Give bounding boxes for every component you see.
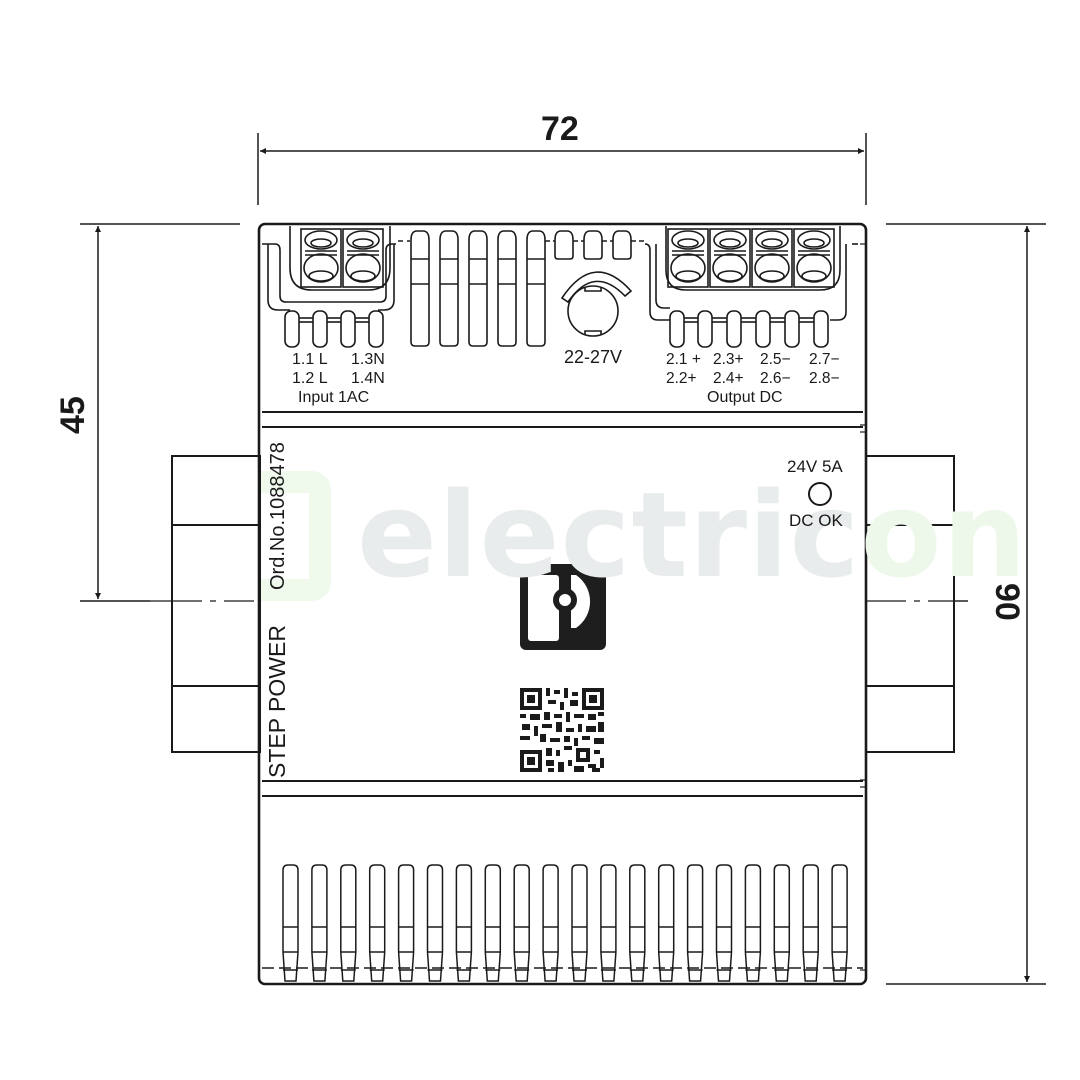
din-clip-left (171, 455, 261, 753)
din-clip-right (865, 455, 955, 753)
brand-logo-icon (520, 564, 606, 650)
rating-label: 24V 5A (787, 457, 843, 476)
input-title: Input 1AC (298, 389, 370, 406)
output-title: Output DC (707, 389, 783, 406)
output-label-2-1: 2.1 + (666, 351, 701, 368)
input-terminal-label-1-1: 1.1 L (292, 351, 328, 368)
top-vents (398, 230, 645, 347)
output-label-2-5: 2.5− (760, 351, 791, 368)
input-terminal-label-1-3: 1.3N (351, 351, 385, 368)
product-name: STEP POWER (264, 625, 290, 778)
status-led-icon (808, 482, 832, 506)
qr-code-icon (520, 688, 604, 772)
dimension-half-height-label: 45 (54, 396, 92, 434)
voltage-adjust-label: 22-27V (564, 347, 623, 367)
input-terminal-label-1-2: 1.2 L (292, 370, 328, 387)
output-label-2-7: 2.7− (809, 351, 840, 368)
dc-ok-label: DC OK (789, 511, 843, 530)
output-label-2-6: 2.6− (760, 370, 791, 387)
input-terminal-label-1-4: 1.4N (351, 370, 385, 387)
input-terminal-block (262, 226, 396, 348)
dimension-half-height (80, 223, 240, 602)
output-label-2-3: 2.3+ (713, 351, 744, 368)
output-label-2-2: 2.2+ (666, 370, 697, 387)
output-terminal-block (644, 226, 858, 348)
housing-outline (257, 222, 868, 986)
dimension-total-height (886, 223, 1046, 985)
output-label-2-8: 2.8− (809, 370, 840, 387)
dimension-width (257, 133, 867, 205)
dimension-total-height-label: 90 (988, 583, 1026, 621)
output-label-2-4: 2.4+ (713, 370, 744, 387)
dimension-width-label: 72 (541, 110, 579, 148)
potentiometer-icon (560, 271, 633, 337)
order-number: Ord.No.1088478 (267, 442, 289, 590)
bottom-vents (262, 864, 863, 982)
